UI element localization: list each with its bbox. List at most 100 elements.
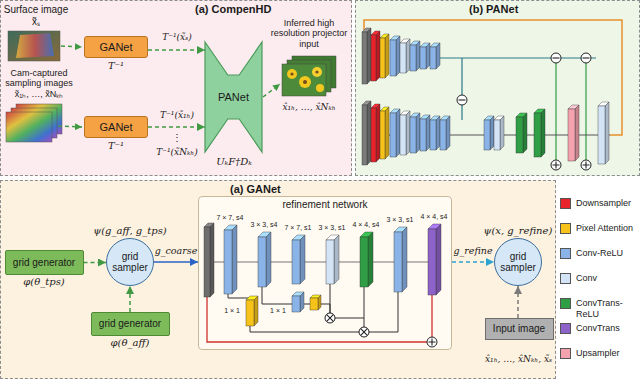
layer-block bbox=[380, 38, 385, 78]
layer-block bbox=[430, 47, 436, 69]
layer-block-side bbox=[396, 109, 400, 157]
operator-mark bbox=[583, 57, 590, 58]
flower-center bbox=[315, 70, 318, 73]
layer-block bbox=[568, 109, 575, 161]
layer-block bbox=[390, 113, 396, 157]
grid-generator-box: grid generatorφ(θ_aff) bbox=[91, 312, 170, 336]
layer-block bbox=[371, 35, 376, 81]
panel-fill bbox=[0, 180, 556, 379]
layer-block-side bbox=[436, 224, 441, 295]
hourglass-shape bbox=[205, 42, 262, 152]
panel-title: (a) CompenHD bbox=[195, 3, 271, 16]
layer-block bbox=[292, 296, 300, 312]
layer-block-side bbox=[385, 107, 389, 159]
legend-swatch bbox=[560, 223, 571, 234]
node-label: GANet bbox=[96, 41, 135, 54]
layer-block bbox=[428, 229, 436, 295]
flow-arrow bbox=[58, 126, 82, 127]
legend-swatch bbox=[560, 248, 571, 259]
wire bbox=[431, 295, 432, 337]
panel: (b) PANet bbox=[355, 0, 640, 176]
legend-item: ConvTrans bbox=[560, 323, 640, 334]
layer-block-side bbox=[575, 105, 579, 161]
ganet-box: GANet bbox=[84, 116, 148, 138]
layer-spec-label: 4 × 4, s4 bbox=[416, 213, 452, 221]
legend-swatch bbox=[560, 348, 571, 359]
legend-swatch bbox=[560, 273, 571, 284]
layer-block-side bbox=[416, 113, 420, 153]
layer-block-side bbox=[232, 225, 237, 294]
layer-block bbox=[380, 111, 385, 159]
wire bbox=[330, 284, 331, 313]
operator-mark bbox=[553, 162, 560, 169]
legend-label: Conv-ReLU bbox=[576, 248, 623, 259]
operator-symbol bbox=[551, 160, 561, 170]
legend-item: ConvTrans-ReLU bbox=[560, 298, 640, 320]
panel-fill bbox=[0, 0, 352, 176]
legend-label: ConvTrans bbox=[576, 323, 620, 334]
connector-arrow bbox=[517, 286, 519, 318]
layer-block bbox=[516, 117, 523, 153]
layer-spec-label: 3 × 3, s1 bbox=[382, 216, 418, 224]
legend-label: Conv bbox=[576, 273, 597, 284]
layer-block-side bbox=[334, 235, 339, 284]
layer-block-side bbox=[300, 235, 305, 284]
operator-symbol bbox=[457, 95, 467, 105]
formula-label: T⁻¹(x̃Nₖₕ) bbox=[148, 147, 206, 157]
layer-block-side bbox=[406, 39, 410, 73]
formula-label: T⁻¹(x̃₁ₕ) bbox=[150, 110, 204, 120]
layer-block bbox=[394, 232, 402, 292]
node-label: grid generator bbox=[96, 318, 164, 330]
layer-block-side bbox=[426, 43, 430, 69]
wire bbox=[556, 63, 586, 160]
node-label: GANet bbox=[96, 121, 135, 134]
flower bbox=[316, 84, 324, 92]
wire bbox=[335, 318, 364, 319]
edge-label: g_refine bbox=[452, 246, 493, 257]
sampling-photo bbox=[6, 112, 52, 142]
legend-item: Upsampler bbox=[560, 348, 640, 359]
formula-label: φ(θ_tps) bbox=[23, 276, 64, 288]
network-illustration bbox=[204, 20, 622, 347]
connector-arrow bbox=[129, 286, 131, 312]
caption-label: Cam-captured sampling images x̃₁ₕ, …, x̃… bbox=[2, 68, 76, 99]
layer-block bbox=[360, 237, 368, 287]
layer-block-side bbox=[426, 115, 430, 151]
layer-block-side bbox=[318, 295, 321, 310]
operator-mark bbox=[553, 57, 560, 58]
wire bbox=[250, 326, 359, 332]
layer-block bbox=[292, 240, 300, 284]
layer-block bbox=[420, 119, 426, 151]
input-image-box: Input image bbox=[485, 318, 554, 340]
connector-arrow bbox=[148, 49, 205, 51]
panet-hourglass: PANet bbox=[205, 42, 262, 152]
flower bbox=[312, 67, 322, 77]
legend-item: Conv bbox=[560, 273, 640, 284]
layer-block bbox=[484, 120, 490, 150]
layer-block bbox=[534, 113, 541, 157]
wire bbox=[461, 58, 462, 120]
panel-title: (b) PANet bbox=[469, 3, 518, 16]
wire bbox=[321, 304, 330, 313]
legend-label: Pixel Attention bbox=[576, 223, 633, 234]
layer-spec-label: 3 × 3, s1 bbox=[314, 224, 350, 232]
layer-block-side bbox=[396, 36, 400, 76]
operator-mark bbox=[361, 329, 368, 336]
layer-spec-label: 1 × 1 bbox=[212, 307, 240, 315]
operator-mark bbox=[583, 162, 590, 169]
flower-center bbox=[303, 80, 307, 84]
flower-center bbox=[290, 72, 293, 75]
legend-swatch bbox=[560, 298, 571, 309]
wire bbox=[364, 287, 365, 327]
layer-spec-label: 7 × 7, s4 bbox=[212, 214, 248, 222]
operator-symbol bbox=[359, 327, 369, 337]
caption-label: Surface image x̃ₛ bbox=[2, 4, 70, 27]
layer-block-side bbox=[490, 116, 494, 150]
ganet-box: GANet bbox=[84, 36, 148, 58]
operator-symbol bbox=[325, 313, 335, 323]
legend-label: Upsampler bbox=[576, 348, 620, 359]
layer-block bbox=[371, 108, 376, 162]
layer-spec-label: 3 × 3, s4 bbox=[246, 221, 282, 229]
layer-block bbox=[430, 120, 436, 150]
layer-block-side bbox=[300, 292, 304, 312]
